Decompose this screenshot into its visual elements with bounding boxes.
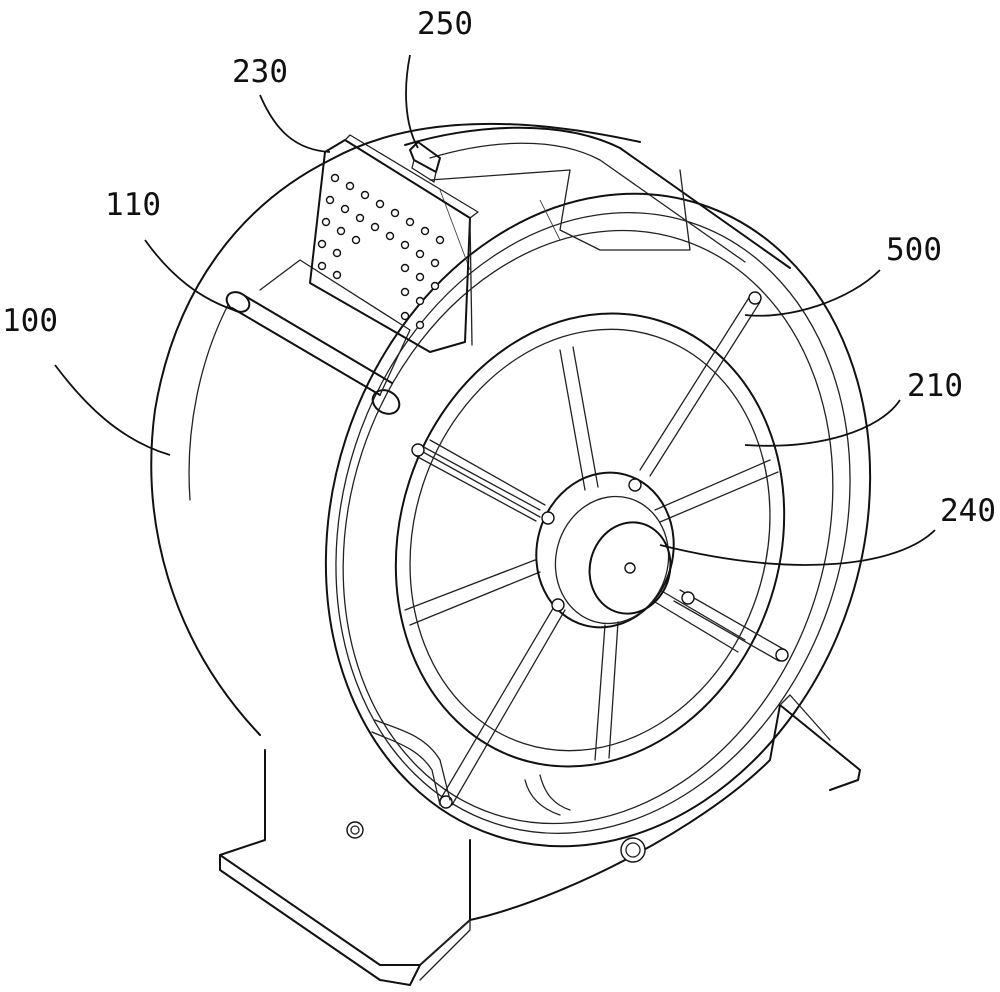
label-500: 500 (886, 232, 942, 268)
leader-250 (405, 54, 419, 149)
clip-250 (409, 141, 441, 183)
leader-240 (659, 529, 936, 566)
label-230: 230 (232, 54, 288, 90)
leader-lines (54, 54, 936, 566)
roller-110 (225, 259, 411, 415)
base-stand (219, 694, 861, 986)
leader-230 (259, 94, 331, 153)
drum-210 (394, 312, 786, 768)
leader-100 (54, 364, 171, 456)
label-110: 110 (105, 187, 161, 223)
tension-arms (411, 291, 789, 809)
filter-plate-230 (309, 134, 479, 353)
hose (371, 719, 571, 816)
leader-110 (144, 239, 241, 313)
label-100: 100 (2, 303, 58, 339)
filter-holes (317, 173, 445, 330)
label-210: 210 (907, 368, 963, 404)
leader-500 (744, 269, 881, 317)
housing (150, 122, 872, 848)
leader-210 (744, 399, 901, 447)
label-240: 240 (940, 493, 996, 529)
label-250: 250 (417, 6, 473, 42)
hub-240 (535, 471, 695, 629)
reference-labels: 250 230 110 100 500 210 240 (2, 6, 996, 529)
